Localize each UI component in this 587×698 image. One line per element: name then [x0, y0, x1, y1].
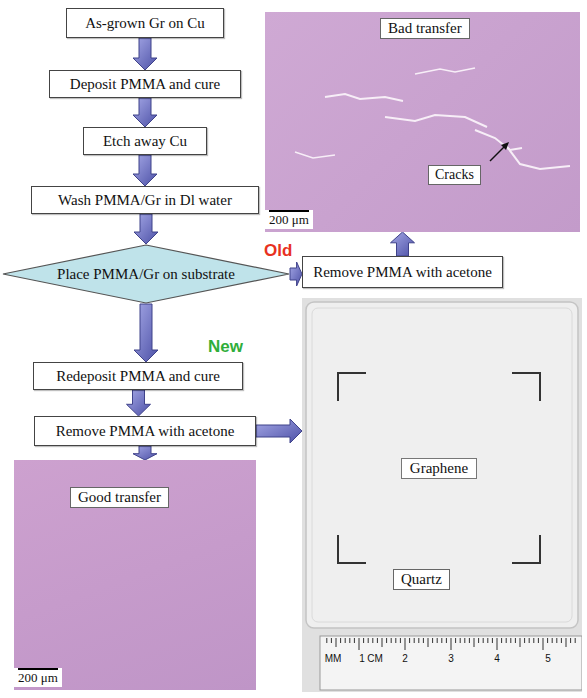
box-label: Redeposit PMMA and cure — [56, 368, 220, 385]
process-box: Etch away Cu — [83, 127, 207, 155]
ruler-marking: 2 — [401, 653, 409, 664]
process-box: Redeposit PMMA and cure — [33, 362, 243, 390]
block-arrow — [391, 232, 415, 256]
process-box: Deposit PMMA and cure — [49, 70, 241, 98]
block-arrow — [290, 262, 302, 286]
box-label: As-grown Gr on Cu — [85, 15, 205, 32]
block-arrow — [133, 446, 157, 460]
edge-label: New — [206, 337, 245, 357]
box-label: Deposit PMMA and cure — [70, 76, 220, 93]
ruler-marking: MM — [324, 653, 343, 664]
photo-caption-box: Bad transfer — [380, 18, 470, 39]
ruler-marking: 3 — [447, 653, 455, 664]
scale-bar-label: 200 μm — [265, 210, 313, 229]
scale-bar — [18, 668, 58, 670]
box-label: Etch away Cu — [103, 133, 187, 150]
ruler-marking: CM — [366, 653, 384, 664]
process-box: Remove PMMA with acetone — [34, 416, 256, 446]
box-label: Remove PMMA with acetone — [56, 423, 235, 440]
photo-caption-box: Quartz — [393, 569, 450, 590]
block-arrow — [134, 304, 158, 362]
ruler-marking: 5 — [544, 653, 552, 664]
region-label: Graphene — [401, 458, 477, 479]
photo-panel: Good transfer 200 μm — [14, 460, 256, 690]
block-arrow — [256, 419, 302, 443]
photo-panel: Quartz GrapheneMM 1CM 2 3 4 5 — [302, 298, 582, 692]
ruler-marking: 1 — [358, 653, 366, 664]
box-label: Remove PMMA with acetone — [313, 264, 492, 281]
diamond-label: Place PMMA/Gr on substrate — [57, 266, 235, 283]
photo-caption-box: Good transfer — [70, 487, 169, 508]
ruler-marking: 4 — [493, 653, 501, 664]
photo-panel: Bad transferCracks 200 μm — [265, 12, 580, 232]
scale-bar-label: 200 μm — [14, 668, 62, 687]
block-arrow — [127, 390, 151, 416]
block-arrow — [133, 155, 157, 186]
decision-diamond: Place PMMA/Gr on substrate — [2, 244, 290, 304]
block-arrow — [133, 98, 157, 127]
edge-label: Old — [262, 241, 294, 261]
block-arrow — [133, 38, 157, 70]
process-box: Wash PMMA/Gr in Dl water — [31, 186, 259, 214]
photo-illustration — [265, 12, 580, 232]
photo-illustration — [302, 298, 582, 692]
graphene-region: Graphene — [336, 371, 542, 565]
process-box: As-grown Gr on Cu — [66, 8, 224, 38]
box-label: Wash PMMA/Gr in Dl water — [58, 192, 232, 209]
block-arrow — [134, 214, 158, 244]
scale-bar — [269, 210, 309, 212]
callout-label: Cracks — [428, 165, 481, 185]
process-box: Remove PMMA with acetone — [302, 256, 503, 288]
